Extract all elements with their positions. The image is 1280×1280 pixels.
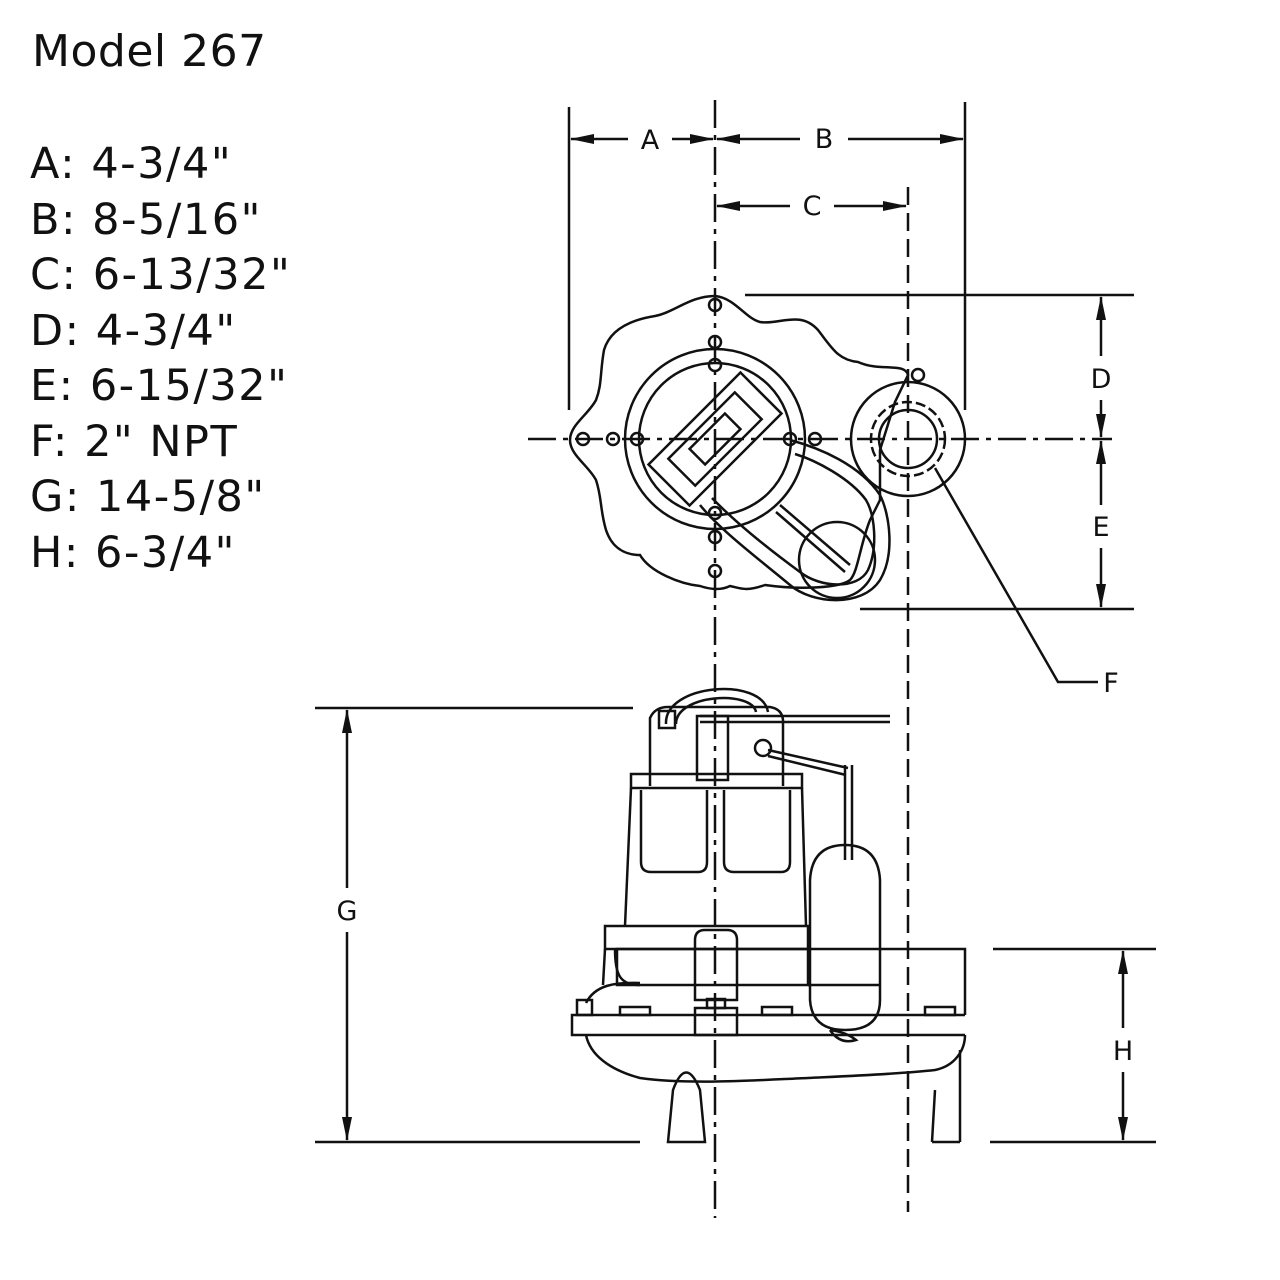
callout-labels: A B C D E F G H <box>337 124 1134 1067</box>
dimension-value: 4-3/4" <box>95 305 237 356</box>
center-column <box>695 714 730 782</box>
motor-band <box>629 772 804 790</box>
dimension-value: 6-13/32" <box>92 250 292 300</box>
discharge-outlet-inner <box>869 400 947 478</box>
flange-bolt <box>760 1005 794 1017</box>
top-dimension-lines <box>567 102 1134 684</box>
model-title: Model 267 <box>32 26 267 77</box>
float-base <box>828 1028 859 1043</box>
callout-label-b: B <box>815 124 834 155</box>
dimension-value: 6-3/4" <box>95 527 236 578</box>
float-rod-top <box>779 504 851 566</box>
bolt-hole <box>707 563 723 579</box>
bolt-hole <box>707 529 723 545</box>
side-dimension-lines <box>315 706 1156 1144</box>
flange-bolt <box>923 1005 957 1017</box>
dimension-letter: D <box>30 305 65 356</box>
center-lines <box>528 100 1112 1218</box>
dimension-value: 14-5/8" <box>95 472 266 522</box>
bolt-hole <box>707 357 723 373</box>
dimension-item-h: H: 6-3/4" <box>30 527 236 578</box>
discharge-outlet <box>849 380 967 498</box>
flange-bolt <box>618 1005 652 1017</box>
dimension-item-b: B: 8-5/16" <box>30 194 262 245</box>
dimension-letter: F <box>30 416 53 467</box>
motor-fin <box>639 790 709 874</box>
flange-bolt <box>575 998 594 1017</box>
impeller-shaft <box>693 928 739 1002</box>
callout-label-h: H <box>1113 1036 1133 1067</box>
discharge-outlet-bore <box>877 408 939 470</box>
dimension-value: 2" NPT <box>84 416 239 467</box>
dimension-letter: A <box>30 139 61 189</box>
callout-label-c: C <box>803 191 822 222</box>
dimension-value: 8-5/16" <box>92 194 262 245</box>
callout-label-f: F <box>1103 668 1119 699</box>
callout-label-g: G <box>337 896 358 927</box>
bolt-hole <box>605 431 621 447</box>
dimension-list: A: 4-3/4" B: 8-5/16" C: 6-13/32" D: 4-3/… <box>30 138 291 582</box>
dimension-item-g: G: 14-5/8" <box>30 472 266 522</box>
float-switch-bracket-inner <box>711 452 876 586</box>
bolt-hole <box>629 431 645 447</box>
dimension-letter: E <box>30 361 59 411</box>
motor-body <box>623 787 808 927</box>
dimension-item-c: C: 6-13/32" <box>30 250 292 300</box>
volute-body-band <box>615 947 810 987</box>
dimension-letter: G <box>30 472 65 522</box>
dimension-item-a: A: 4-3/4" <box>30 139 233 189</box>
float-arm <box>767 754 847 777</box>
dimension-letter: C <box>30 250 62 300</box>
bolt-hole <box>807 431 823 447</box>
dimension-item-e: E: 6-15/32" <box>30 361 289 411</box>
dimension-value: 6-15/32" <box>89 361 289 411</box>
volute-upper <box>601 948 641 987</box>
dimension-value: 4-3/4" <box>91 139 233 189</box>
volute-housing <box>570 981 967 1083</box>
base-leg-right <box>930 1050 962 1144</box>
pump-top-view <box>568 294 967 602</box>
pivot <box>753 738 773 758</box>
bolt-hole <box>910 367 926 383</box>
bolt-hole <box>575 431 591 447</box>
leader-line-f <box>933 467 1098 684</box>
float-arm <box>767 748 849 770</box>
bolt-hole <box>707 334 723 350</box>
float-rod-top <box>775 511 846 573</box>
motor-fin <box>722 790 792 874</box>
pump-flange-outline <box>568 294 910 591</box>
bolt-hole <box>782 431 798 447</box>
callout-label-d: D <box>1091 364 1112 395</box>
bolt-hole <box>707 297 723 313</box>
volute-right <box>808 947 967 1015</box>
dimension-letter: H <box>30 527 64 578</box>
dimension-item-f: F: 2" NPT <box>30 416 239 467</box>
float-top-view <box>797 520 877 600</box>
float-body <box>808 843 882 1032</box>
cord-entry <box>657 709 677 730</box>
dimension-item-d: D: 4-3/4" <box>30 305 237 356</box>
dimension-letter: B <box>30 194 61 245</box>
float-switch-bracket <box>699 438 891 602</box>
junction-box <box>646 370 784 508</box>
pump-side-view <box>570 687 967 1144</box>
callout-label-a: A <box>641 125 660 156</box>
callout-label-e: E <box>1092 512 1109 543</box>
base-leg-left <box>666 1071 707 1144</box>
bolt-hole <box>707 505 723 521</box>
